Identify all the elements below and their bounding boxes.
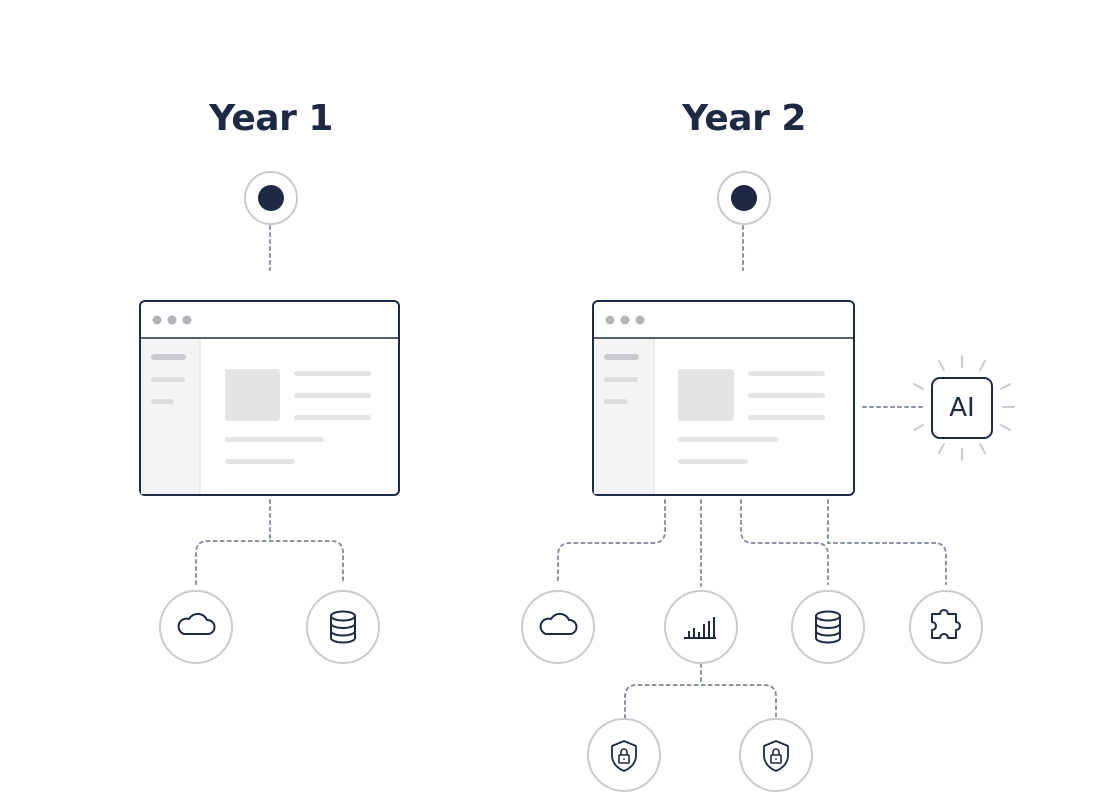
cloud-icon [521,590,595,664]
image-placeholder [225,369,280,421]
shield-lock-icon [739,718,813,792]
cloud-icon [159,590,233,664]
year-2-marker [717,171,771,225]
year-2-title: Year 2 [682,98,806,139]
image-placeholder [678,369,734,421]
year-1-app-window [139,300,400,496]
bar-chart-icon [664,590,738,664]
puzzle-icon [909,590,983,664]
window-sidebar [594,339,654,494]
ai-badge-label: AI [949,393,975,423]
year-2-app-window [592,300,855,496]
sparkle-rays [913,355,1015,461]
ai-badge [913,355,1015,461]
database-icon [791,590,865,664]
shield-lock-icon [587,718,661,792]
year-1-marker [244,171,298,225]
connector-lines [195,225,947,719]
year-1-title: Year 1 [209,98,333,139]
window-controls [152,315,192,325]
database-icon [306,590,380,664]
window-sidebar [141,339,200,494]
window-controls [605,315,645,325]
